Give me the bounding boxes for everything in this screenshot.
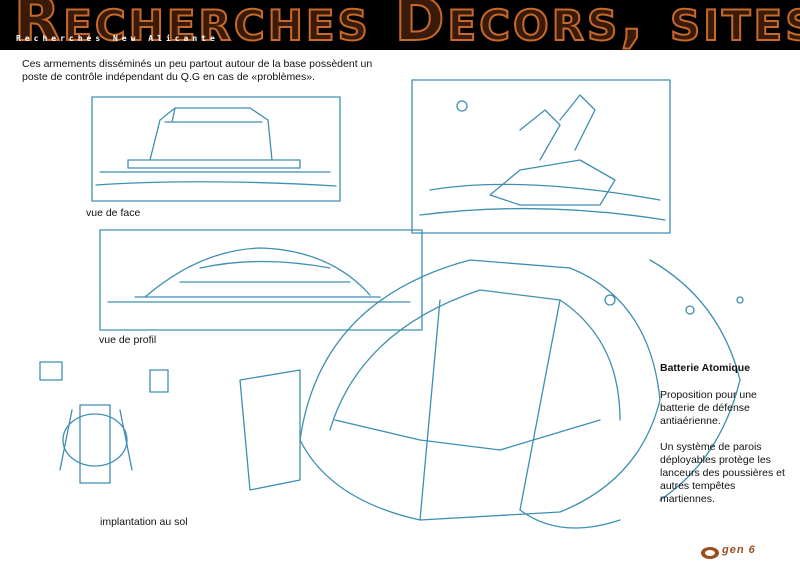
panel-paragraph-2: Un système de parois déployables protège… [660,441,785,505]
caption-front-view: vue de face [86,207,141,219]
caption-ground-layout: implantation au sol [100,516,188,528]
page-subtitle: Recherches New Alicante [16,34,219,43]
description-panel: Batterie Atomique Proposition pour une b… [660,362,790,519]
panel-title: Batterie Atomique [660,362,751,374]
front-view-sketch [91,96,341,202]
profile-view-sketch [99,229,423,331]
panel-paragraph-1: Proposition pour une batterie de défense… [660,389,757,427]
gen6-logo: gen 6 [700,544,792,562]
gen6-logo-icon [701,547,719,559]
header-bar: Recherches Decors, sites Recherches New … [0,0,800,50]
perspective-view-sketch [411,79,671,234]
ground-layout-sketch [39,361,169,484]
page-title: Recherches Decors, sites [13,0,800,50]
main-battery-sketch [239,259,744,529]
intro-text: Ces armements disséminés un peu partout … [22,58,373,83]
logo-text: gen 6 [722,544,756,556]
caption-profile-view: vue de profil [99,334,157,346]
